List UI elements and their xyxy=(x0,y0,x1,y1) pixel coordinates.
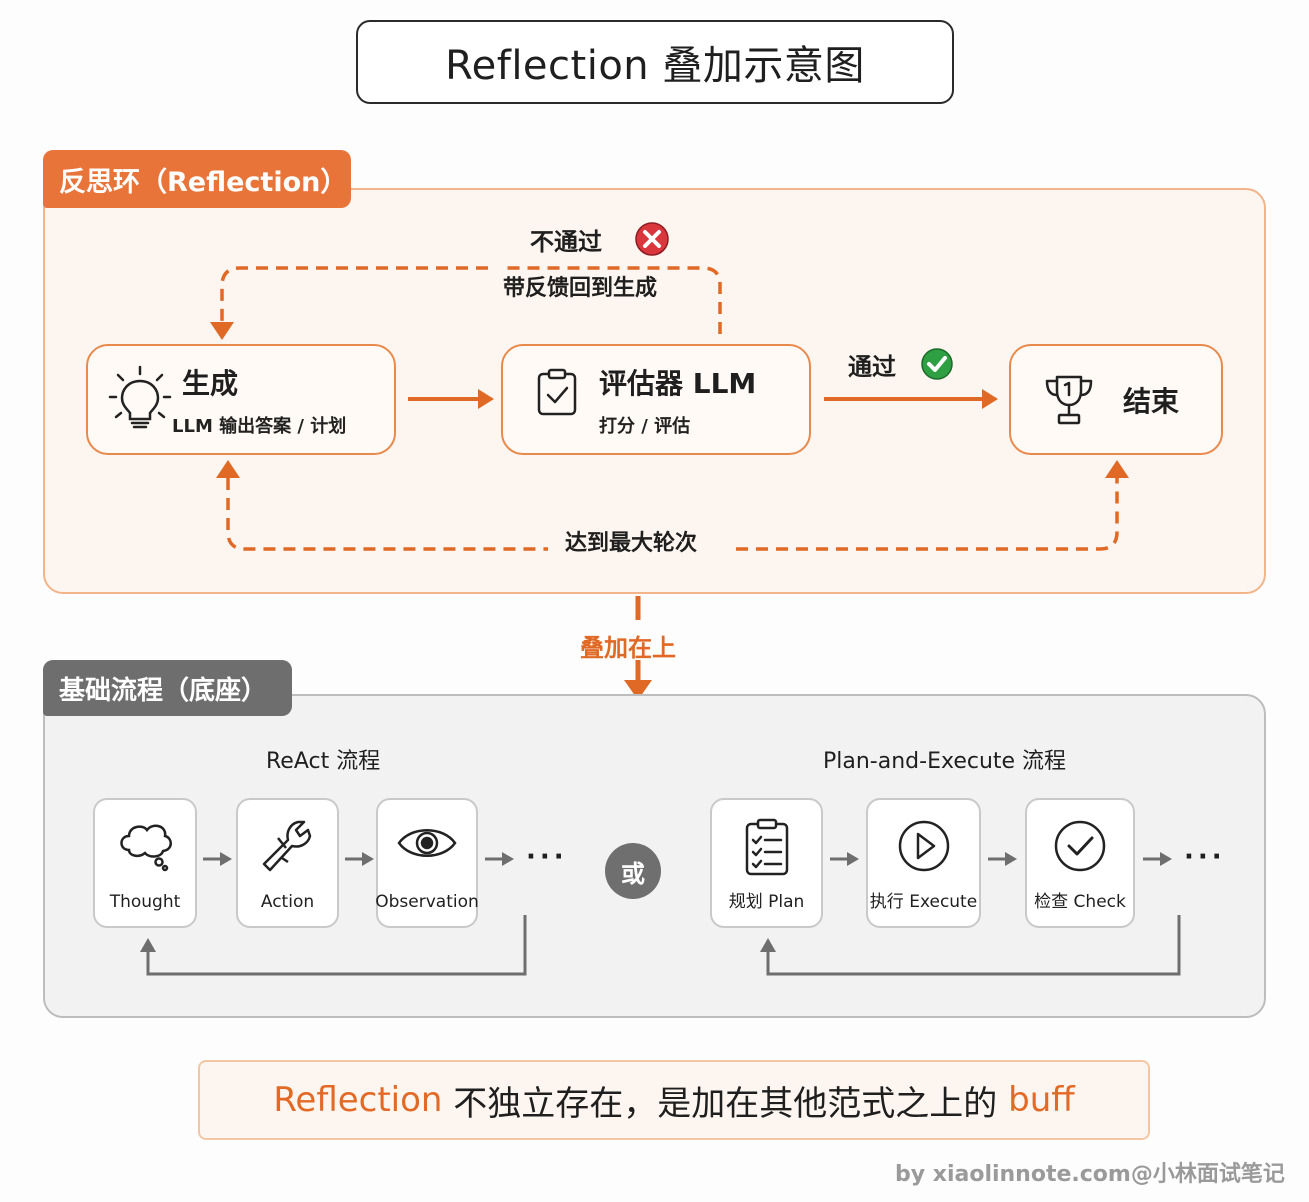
evaluator-title: 评估器 LLM xyxy=(599,366,757,400)
evaluator-node: 评估器 LLM 打分 / 评估 xyxy=(501,344,811,455)
react-step-label: Action xyxy=(260,892,315,912)
summary-prefix: Reflection xyxy=(273,1080,443,1120)
summary-middle: 不独立存在，是加在其他范式之上的 xyxy=(442,1083,1009,1124)
check-circle-icon xyxy=(1054,820,1106,872)
plan-step-plan: 规划 Plan xyxy=(710,798,823,928)
summary-suffix: buff xyxy=(1008,1080,1075,1120)
overlay-label: 叠加在上 xyxy=(580,634,676,662)
generate-title: 生成 xyxy=(182,366,239,400)
reflection-connectors xyxy=(210,266,1129,620)
lightbulb-icon xyxy=(108,365,172,428)
react-step-label: Observation xyxy=(375,892,479,912)
or-badge: 或 xyxy=(605,843,661,899)
plan-ellipsis: ··· xyxy=(1184,842,1226,872)
fail-x-icon xyxy=(635,222,669,256)
generate-subtitle: LLM 输出答案 / 计划 xyxy=(172,415,347,437)
react-step-thought: Thought xyxy=(93,798,197,928)
plan-step-label: 执行 Execute xyxy=(869,892,978,912)
generate-node: 生成 LLM 输出答案 / 计划 xyxy=(86,344,396,455)
react-step-observation: Observation xyxy=(375,798,479,928)
plan-step-label: 检查 Check xyxy=(1034,892,1126,912)
fail-loop-arrowhead xyxy=(210,322,234,340)
plan-step-label: 规划 Plan xyxy=(728,892,805,912)
max-rounds-label: 达到最大轮次 xyxy=(565,531,698,556)
watermark: by xiaolinnote.com@小林面试笔记 xyxy=(895,1162,1285,1187)
clipboard-check-icon xyxy=(537,368,577,416)
trophy-icon xyxy=(1045,375,1093,424)
end-title: 结束 xyxy=(1123,384,1180,418)
reflection-tab: 反思环（Reflection） xyxy=(43,150,351,208)
pass-label: 通过 xyxy=(848,353,896,381)
overlay-arrow xyxy=(624,660,652,700)
eye-icon xyxy=(397,829,457,857)
base-connectors xyxy=(140,852,1181,976)
fail-label: 不通过 xyxy=(530,228,602,256)
pass-check-icon xyxy=(921,348,953,380)
end-node: 结束 xyxy=(1009,344,1223,455)
react-ellipsis: ··· xyxy=(526,842,568,872)
react-step-action: Action xyxy=(236,798,339,928)
max-rounds-line xyxy=(226,478,1119,551)
max-rounds-arrowhead-left xyxy=(216,460,240,478)
fail-sub-label: 带反馈回到生成 xyxy=(503,276,658,301)
checklist-icon xyxy=(745,818,788,876)
plan-step-execute: 执行 Execute xyxy=(866,798,981,928)
base-tab: 基础流程（底座） xyxy=(43,660,292,716)
max-rounds-arrowhead-right xyxy=(1105,460,1129,478)
react-step-label: Thought xyxy=(109,892,181,912)
react-title: ReAct 流程 xyxy=(266,749,381,774)
plan-execute-title: Plan-and-Execute 流程 xyxy=(823,749,1067,774)
plan-step-check: 检查 Check xyxy=(1025,798,1135,928)
wrench-icon xyxy=(262,820,311,872)
page-title: Reflection 叠加示意图 xyxy=(356,20,954,104)
play-icon xyxy=(898,820,949,872)
evaluator-subtitle: 打分 / 评估 xyxy=(599,415,691,437)
thought-bubble-icon xyxy=(120,824,172,872)
summary-banner: Reflection 不独立存在，是加在其他范式之上的 buff xyxy=(198,1060,1150,1140)
fail-loop-line xyxy=(220,266,722,334)
